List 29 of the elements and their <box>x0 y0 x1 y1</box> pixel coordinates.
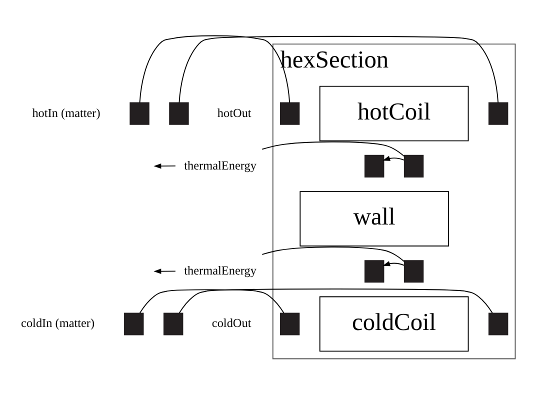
connector <box>262 246 405 262</box>
node-text: thermalEnergy <box>184 263 256 278</box>
connector <box>262 140 405 156</box>
node-box <box>163 312 184 335</box>
node-box <box>364 260 384 282</box>
node-text: thermalEnergy <box>184 158 256 172</box>
node-label: coldOut <box>212 316 252 330</box>
node-box <box>488 312 508 335</box>
node-box: wall <box>300 190 450 246</box>
node-box: hotCoil <box>319 85 469 141</box>
node-box <box>280 312 300 335</box>
node-box <box>364 154 384 177</box>
connector <box>139 34 290 102</box>
connector <box>178 288 493 313</box>
node-label: hotIn (matter) <box>32 105 100 120</box>
node-label: hotOut <box>217 105 252 120</box>
arrow <box>382 155 404 160</box>
node-box <box>404 154 424 177</box>
node-box: coldCoil <box>319 296 469 352</box>
connector <box>139 288 284 313</box>
node-box <box>404 260 424 282</box>
node-box <box>124 312 144 335</box>
node-box <box>280 102 300 124</box>
node-box <box>169 102 189 124</box>
connector <box>178 35 499 102</box>
arrow <box>382 260 404 266</box>
node-box <box>488 102 508 124</box>
node-box <box>130 102 150 124</box>
node-label: coldIn (matter) <box>21 316 95 330</box>
